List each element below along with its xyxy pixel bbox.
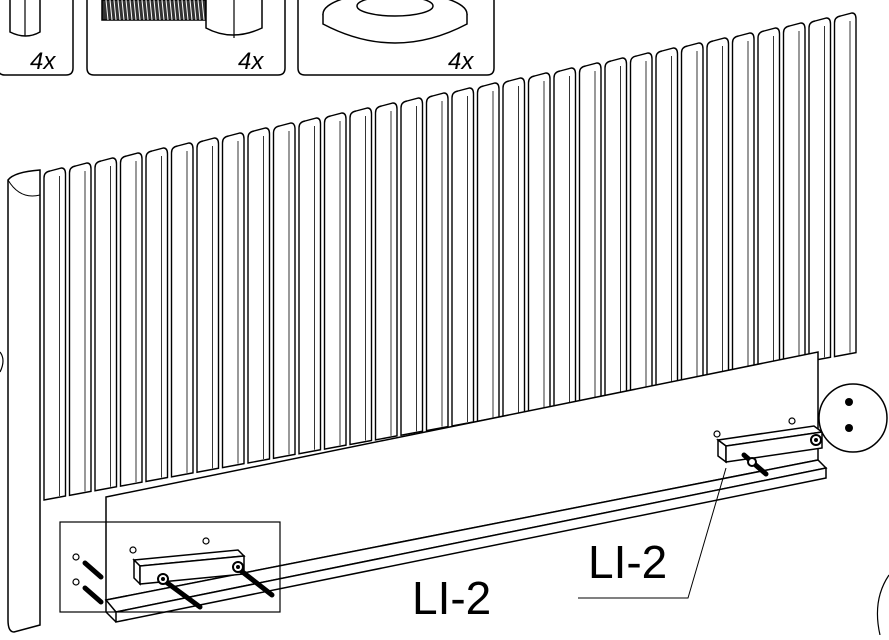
detail-inset-left bbox=[59, 521, 281, 613]
hardware-quantity: 4x bbox=[30, 48, 56, 75]
part-label-near: LI-2 bbox=[412, 572, 491, 624]
slat bbox=[833, 12, 857, 358]
slat bbox=[502, 77, 526, 418]
washer-icon bbox=[322, 0, 468, 44]
slat bbox=[400, 97, 424, 437]
slat bbox=[374, 102, 398, 441]
slat bbox=[247, 127, 271, 464]
slat bbox=[196, 137, 220, 474]
slat bbox=[94, 157, 118, 492]
bolt-icon bbox=[82, 560, 275, 610]
slat bbox=[221, 132, 245, 469]
slat bbox=[170, 142, 194, 478]
hex-nut-icon bbox=[9, 0, 41, 37]
headboard-panel bbox=[7, 12, 857, 633]
slat bbox=[43, 167, 67, 501]
slat bbox=[119, 152, 143, 487]
hardware-box-bolt: 4x bbox=[86, 0, 286, 76]
slat bbox=[655, 47, 679, 390]
slat bbox=[808, 17, 832, 363]
slat bbox=[298, 117, 322, 455]
slat bbox=[272, 122, 296, 460]
slat bbox=[731, 32, 755, 376]
slat bbox=[349, 107, 373, 446]
bottom-rail bbox=[104, 459, 828, 623]
slat bbox=[757, 27, 781, 372]
hardware-box-nut: 4x bbox=[0, 0, 74, 76]
slat bbox=[553, 67, 577, 409]
slat bbox=[782, 22, 806, 367]
slat bbox=[425, 92, 449, 432]
bolt-icon bbox=[741, 434, 822, 477]
detail-callout-circle bbox=[818, 383, 888, 453]
slat bbox=[680, 42, 704, 386]
slat bbox=[476, 82, 500, 423]
slat bbox=[706, 37, 730, 381]
slat bbox=[604, 57, 628, 400]
slat bbox=[145, 147, 169, 483]
hardware-box-washer: 4x bbox=[297, 0, 495, 76]
slat bbox=[527, 72, 551, 413]
slat-group bbox=[43, 12, 857, 501]
part-label-far: LI-2 bbox=[588, 536, 667, 588]
slat bbox=[323, 112, 347, 450]
hardware-quantity: 4x bbox=[448, 48, 474, 75]
slat bbox=[629, 52, 653, 395]
hardware-quantity: 4x bbox=[238, 48, 264, 75]
slat bbox=[68, 162, 92, 497]
slat bbox=[578, 62, 602, 404]
slat bbox=[451, 87, 475, 427]
threaded-bolt-icon bbox=[101, 0, 263, 38]
